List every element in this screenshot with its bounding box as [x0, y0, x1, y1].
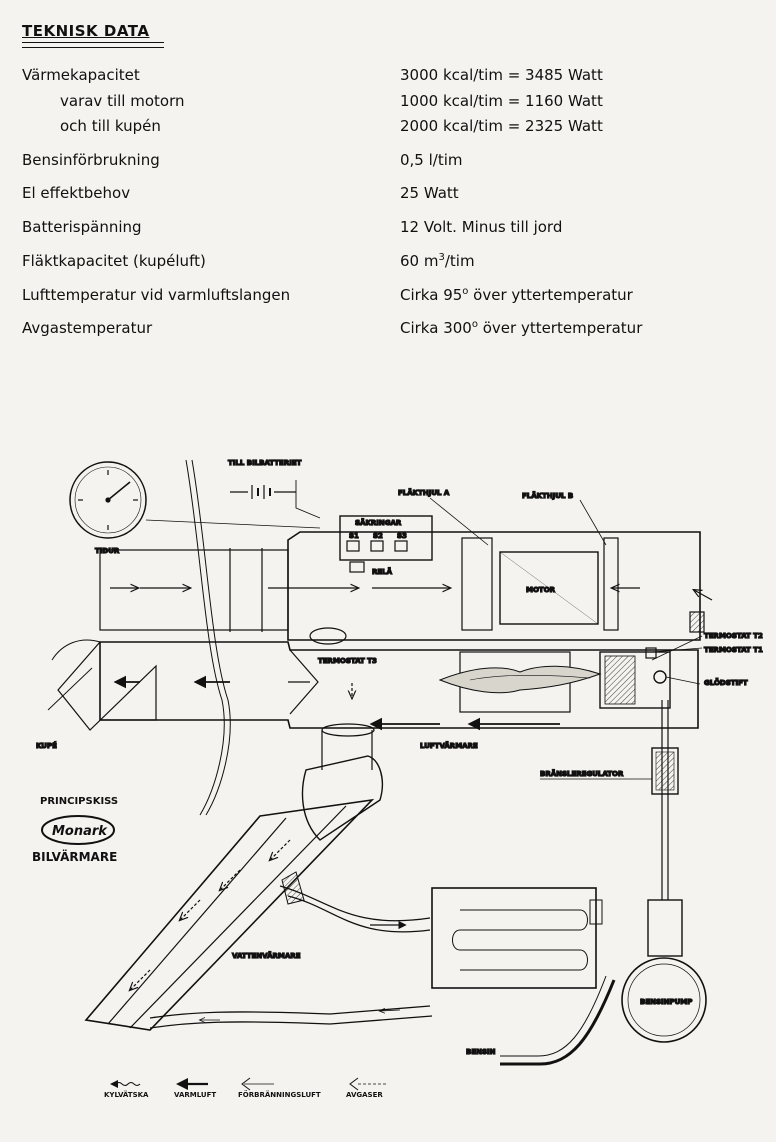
legend-item: AVGASER: [346, 1077, 386, 1099]
fuse-s2: S2: [373, 532, 383, 540]
spec-label: Bensinförbrukning: [22, 151, 160, 169]
glow-plug: [653, 670, 667, 684]
fan-wheel-a-label: FLÄKTHJUL A: [398, 488, 450, 497]
spec-label: Avgastemperatur: [22, 319, 153, 337]
engine-block: [431, 887, 597, 989]
spec-value: 25 Watt: [400, 184, 459, 202]
legend: KYLVÄTSKA VARMLUFT FÖRBRÄNNINGSLUFT AVGA…: [104, 1077, 386, 1099]
spec-row: Värmekapacitet 3000 kcal/tim = 3485 Watt: [22, 66, 762, 88]
fuse-box: [339, 515, 433, 573]
battery-label: TILL BILBATTERIET: [228, 459, 302, 467]
air-heater-label: LUFTVÄRMARE: [420, 741, 478, 750]
timer-label: TIDUR: [95, 547, 120, 555]
spec-value: 12 Volt. Minus till jord: [400, 218, 563, 236]
fan-wheel-b: [603, 537, 619, 631]
legend-label: AVGASER: [346, 1091, 383, 1099]
fuel-pump-label: BENSINPUMP: [640, 998, 692, 1006]
spec-value: 60 m3/tim: [400, 252, 475, 270]
fuel-inlet-label: BENSIN: [466, 1048, 496, 1056]
battery-icon: [230, 485, 296, 499]
motor: [499, 551, 599, 625]
fuel-regulator: [651, 747, 679, 795]
spec-label: El effektbehov: [22, 184, 131, 202]
spec-label: varav till motorn: [60, 92, 185, 110]
value-text: /tim: [444, 252, 475, 270]
spec-label: Värmekapacitet: [22, 66, 140, 84]
monark-logo: PRINCIPSKISS Monark BILVÄRMARE: [32, 796, 118, 864]
thermostat-t3-label: TERMOSTAT T3: [318, 657, 377, 665]
fan-wheel-b-label: FLÄKTHJUL B: [522, 491, 573, 500]
fuel-pump: [621, 957, 707, 1043]
title-double-rule: [22, 42, 164, 48]
spec-value: 3000 kcal/tim = 3485 Watt: [400, 66, 603, 84]
spec-row: varav till motorn 1000 kcal/tim = 1160 W…: [22, 92, 762, 114]
value-superscript: o: [471, 319, 478, 330]
fuse-s1: S1: [349, 532, 359, 540]
spec-row: Bensinförbrukning 0,5 l/tim: [22, 151, 762, 173]
thermostat-t2-label: TERMOSTAT T2: [704, 632, 763, 640]
legend-label: FÖRBRÄNNINGSLUFT: [238, 1090, 321, 1099]
motor-label: MOTOR: [526, 586, 556, 594]
spec-value: Cirka 95o över yttertemperatur: [400, 286, 633, 304]
spec-label: Lufttemperatur vid varmluftslangen: [22, 286, 291, 304]
value-superscript: 3: [438, 252, 445, 263]
value-superscript: o: [462, 286, 469, 297]
water-heater: [84, 798, 375, 1031]
fan-wheel-a: [461, 537, 493, 631]
spec-label: Batterispänning: [22, 218, 142, 236]
legend-item: VARMLUFT: [174, 1078, 216, 1099]
relay-label: RELÄ: [372, 567, 393, 576]
page-title: TEKNISK DATA: [22, 22, 150, 40]
legend-item: FÖRBRÄNNINGSLUFT: [238, 1077, 321, 1099]
spec-value: Cirka 300o över yttertemperatur: [400, 319, 642, 337]
spec-row: Batterispänning 12 Volt. Minus till jord: [22, 218, 762, 240]
legend-label: VARMLUFT: [174, 1091, 216, 1099]
spec-row: och till kupén 2000 kcal/tim = 2325 Watt: [22, 117, 762, 139]
value-text: Cirka 300: [400, 319, 472, 337]
fuel-regulator-label: BRÄNSLEREGULATOR: [540, 769, 624, 778]
spec-row: El effektbehov 25 Watt: [22, 184, 762, 206]
legend-item: KYLVÄTSKA: [104, 1080, 149, 1099]
spec-row: Avgastemperatur Cirka 300o över yttertem…: [22, 319, 762, 341]
spec-row: Fläktkapacitet (kupéluft) 60 m3/tim: [22, 252, 762, 274]
spec-label: och till kupén: [60, 117, 161, 135]
logo-bottom-text: BILVÄRMARE: [32, 849, 117, 864]
logo-brand: Monark: [52, 824, 108, 839]
spec-label: Fläktkapacitet (kupéluft): [22, 252, 206, 270]
heater-schematic: TIDUR TILL BILBATTERIET SÄKRING: [32, 458, 764, 1099]
logo-top-text: PRINCIPSKISS: [40, 796, 118, 807]
value-text: över yttertemperatur: [468, 286, 633, 304]
spec-value: 0,5 l/tim: [400, 151, 463, 169]
timer-dial: [69, 461, 147, 539]
water-heater-label: VATTENVÄRMARE: [232, 951, 301, 960]
value-text: Cirka 95: [400, 286, 463, 304]
spec-value: 2000 kcal/tim = 2325 Watt: [400, 117, 603, 135]
value-text: över yttertemperatur: [477, 319, 643, 337]
thermostat-t1-label: TERMOSTAT T1: [704, 646, 763, 654]
glow-plug-label: GLÖDSTIFT: [704, 678, 748, 687]
cabin-label: KUPÉ: [36, 741, 57, 750]
spec-row: Lufttemperatur vid varmluftslangen Cirka…: [22, 286, 762, 308]
fuse-box-label: SÄKRINGAR: [355, 518, 402, 527]
fuse-s3: S3: [397, 532, 407, 540]
spec-value: 1000 kcal/tim = 1160 Watt: [400, 92, 603, 110]
legend-label: KYLVÄTSKA: [104, 1090, 149, 1099]
value-text: 60 m: [400, 252, 439, 270]
